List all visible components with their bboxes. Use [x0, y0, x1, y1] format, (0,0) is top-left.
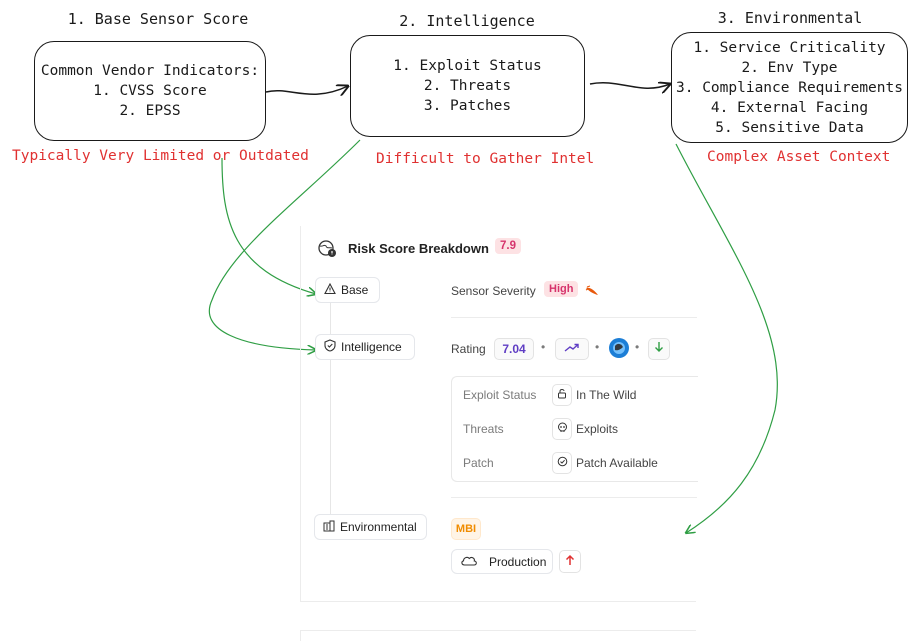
box-line: 2. Threats — [423, 78, 512, 94]
box-line: 5. Sensitive Data — [715, 119, 864, 136]
lock-chip — [552, 384, 572, 406]
risk-up-chip — [559, 550, 581, 573]
risk-score-card: Risk Score Breakdown 7.9 Base Sensor Sev… — [300, 226, 698, 602]
shield-icon — [324, 339, 336, 355]
risk-card-title: Risk Score Breakdown — [348, 241, 489, 256]
base-section-label: Base — [341, 283, 369, 297]
base-column-title: 1. Base Sensor Score — [67, 10, 249, 28]
exploit-status-label: Exploit Status — [463, 388, 537, 402]
box-line: 3. Compliance Requirements — [676, 79, 903, 96]
environmental-note: Complex Asset Context — [707, 149, 891, 165]
box-line: 3. Patches — [423, 98, 512, 114]
trend-up-icon — [564, 340, 580, 358]
intelligence-column-title: 2. Intelligence — [399, 12, 535, 30]
box-line: 2. Env Type — [741, 59, 838, 76]
sensor-flame-icon — [585, 284, 599, 302]
box-line: 4. External Facing — [710, 99, 869, 116]
patch-value: Patch Available — [576, 456, 658, 470]
box-line: Common Vendor Indicators: — [40, 63, 260, 79]
sensor-severity-label: Sensor Severity — [451, 284, 536, 298]
environmental-box: 1. Service Criticality 2. Env Type 3. Co… — [671, 32, 908, 143]
intelligence-note: Difficult to Gather Intel — [376, 151, 595, 167]
patch-label: Patch — [463, 456, 494, 470]
cloud-icon — [460, 554, 478, 569]
base-note: Typically Very Limited or Outdated — [12, 148, 309, 164]
base-section-tab[interactable]: Base — [315, 277, 380, 303]
base-sensor-box: Common Vendor Indicators: 1. CVSS Score … — [34, 41, 266, 141]
environmental-section-tab[interactable]: Environmental — [314, 514, 427, 540]
box-line: 1. Service Criticality — [693, 39, 886, 56]
risk-score-badge: 7.9 — [495, 238, 521, 254]
warning-triangle-icon — [324, 282, 336, 298]
arrow-up-icon — [565, 553, 575, 571]
next-card-edge — [300, 630, 696, 641]
box-line: 1. Exploit Status — [393, 58, 542, 74]
exploit-status-value: In The Wild — [576, 388, 637, 402]
trend-up-chip — [555, 338, 589, 360]
intelligence-section-label: Intelligence — [341, 340, 402, 354]
trend-down-chip — [648, 338, 670, 360]
dot-separator: • — [595, 340, 600, 354]
threats-label: Threats — [463, 422, 504, 436]
check-chip — [552, 452, 572, 474]
intelligence-box: 1. Exploit Status 2. Threats 3. Patches — [350, 35, 585, 137]
threats-value: Exploits — [576, 422, 619, 436]
divider — [451, 497, 697, 498]
check-circle-icon — [557, 454, 568, 472]
box-line: 1. CVSS Score — [93, 83, 207, 99]
timeline-line — [330, 302, 331, 514]
box-line: 2. EPSS — [119, 103, 181, 119]
rating-value-chip: 7.04 — [494, 338, 534, 360]
rating-label: Rating — [451, 342, 486, 356]
production-env-chip: Production — [451, 549, 553, 574]
intelligence-details — [451, 376, 698, 482]
building-icon — [323, 520, 335, 535]
arrow-intel-to-env — [589, 83, 670, 88]
arrow-down-icon — [654, 340, 664, 358]
divider — [451, 317, 697, 318]
dot-separator: • — [541, 340, 546, 354]
arrow-base-to-intel — [265, 86, 348, 94]
skull-chip — [552, 418, 572, 440]
environmental-section-label: Environmental — [340, 520, 417, 534]
severity-badge: High — [544, 281, 579, 297]
environmental-column-title: 3. Environmental — [717, 9, 863, 27]
intelligence-section-tab[interactable]: Intelligence — [315, 334, 415, 360]
production-env-label: Production — [489, 554, 547, 569]
skull-icon — [557, 420, 568, 438]
dot-separator: • — [635, 340, 640, 354]
mbi-tag: MBI — [451, 518, 481, 540]
lock-icon — [557, 386, 567, 404]
risk-globe-icon — [317, 238, 337, 258]
intel-source-logo-icon — [608, 337, 630, 359]
